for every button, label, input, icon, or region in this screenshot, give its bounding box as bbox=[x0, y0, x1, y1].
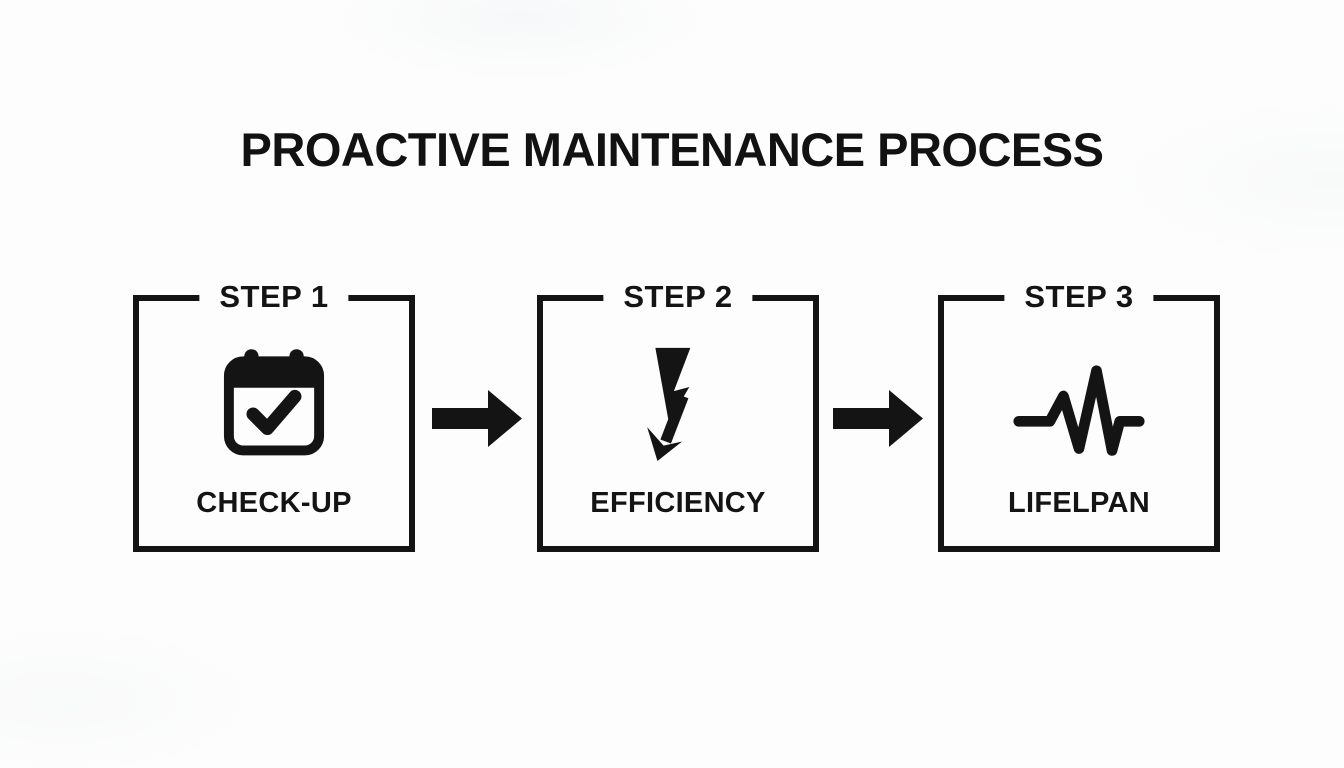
step-3-label: STEP 3 bbox=[1004, 279, 1154, 315]
step-1-label: STEP 1 bbox=[199, 279, 349, 315]
pulse-icon bbox=[944, 361, 1214, 468]
step-box-3: STEP 3 LIFELPAN bbox=[938, 279, 1220, 552]
step-1-caption: CHECK-UP bbox=[196, 487, 352, 519]
step-box-2: STEP 2 EFFICIENCY bbox=[537, 279, 819, 552]
step-3-caption: LIFELPAN bbox=[1007, 487, 1151, 519]
calendar-check-icon bbox=[139, 347, 409, 457]
step-2-caption: EFFICIENCY bbox=[590, 487, 766, 519]
right-arrow-icon bbox=[833, 390, 923, 447]
page-title: PROACTIVE MAINTENANCE PROCESS bbox=[240, 123, 1104, 176]
lightning-arrow-icon bbox=[543, 345, 813, 465]
step-2-label: STEP 2 bbox=[603, 279, 753, 315]
step-box-1: STEP 1 CHECK-UP bbox=[133, 279, 415, 552]
right-arrow-icon bbox=[432, 390, 522, 447]
